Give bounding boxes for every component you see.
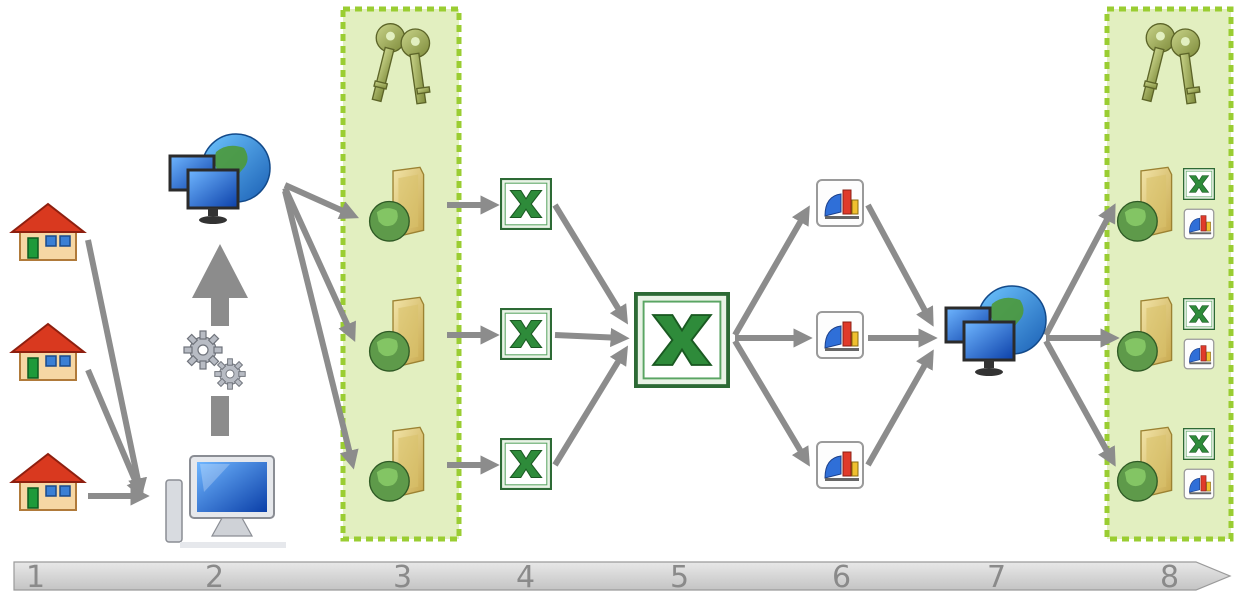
desktop-computer-icon [165, 455, 287, 549]
timeline-step-8: 8 [1160, 560, 1179, 592]
house-icon [11, 323, 85, 381]
timeline-bar [13, 561, 1232, 591]
arrow-network-to-folder4 [1043, 203, 1116, 337]
timeline-step-5: 5 [670, 560, 689, 592]
timeline-step-1: 1 [26, 560, 45, 592]
gears-icon [214, 358, 246, 390]
timeline-step-2: 2 [205, 560, 224, 592]
arrow-house1-to-desktop [85, 239, 148, 498]
timeline-step-7: 7 [987, 560, 1006, 592]
arrow-chart1-to-network [865, 203, 934, 327]
arrow-network-to-folder3 [282, 190, 359, 470]
excel-icon [500, 308, 552, 360]
network-computer-icon [944, 284, 1048, 378]
excel-icon [1183, 428, 1215, 460]
excel-icon [634, 292, 730, 388]
arrow-excel2-to-master [554, 327, 630, 348]
arrow-network-to-folder1 [283, 182, 360, 220]
gears-icon [183, 330, 223, 370]
arrow-chart3-to-network [865, 349, 934, 467]
timeline-step-3: 3 [393, 560, 412, 592]
chart-document-icon [816, 179, 864, 227]
arrow-network-to-folder2 [282, 186, 356, 342]
network-computer-icon [168, 132, 272, 226]
chart-document-icon [816, 441, 864, 489]
excel-icon [500, 438, 552, 490]
chart-document-icon [1183, 468, 1215, 500]
arrow-excel1-to-master [552, 203, 629, 325]
flow-arrows [85, 182, 1120, 506]
chart-document-icon [1183, 338, 1215, 370]
excel-icon [500, 178, 552, 230]
process-up-arrow [192, 244, 248, 436]
chart-document-icon [816, 311, 864, 359]
arrow-master-to-chart3 [732, 339, 810, 467]
arrow-excel3-to-master [552, 345, 629, 467]
arrow-network-to-folder6 [1043, 339, 1116, 467]
arrow-master-to-chart1 [732, 205, 810, 337]
house-icon [11, 453, 85, 511]
chart-document-icon [1183, 208, 1215, 240]
excel-icon [1183, 168, 1215, 200]
house-icon [11, 203, 85, 261]
arrow-house2-to-desktop [85, 368, 145, 500]
excel-icon [1183, 298, 1215, 330]
timeline-step-4: 4 [516, 560, 535, 592]
timeline-step-6: 6 [832, 560, 851, 592]
